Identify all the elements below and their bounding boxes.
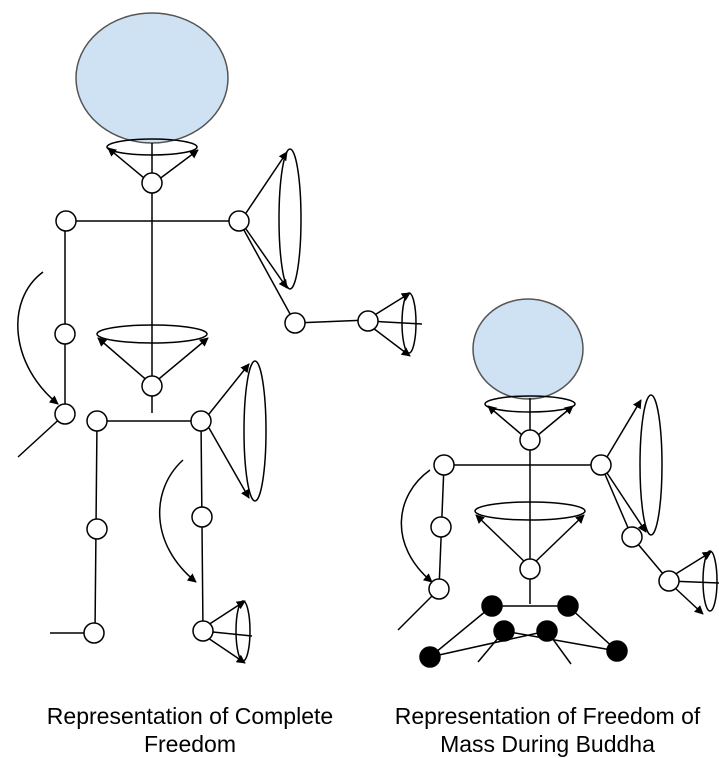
right-upper-arm [238,220,296,324]
right-elbow-joint [284,312,306,334]
right-ankle-locked-joint [536,620,558,642]
shoulder-cone-arrow [245,228,288,289]
right-shoulder-joint [228,210,250,232]
ankle-cone-ellipse [235,600,251,662]
left-wrist-joint [428,578,450,600]
waist-rotation-arrow [153,337,209,384]
left-wrist-joint [54,403,76,425]
caption-buddha-freedom: Representation of Freedom of Mass During… [376,702,719,758]
waist-rotation-ellipse [474,501,586,521]
head [75,12,229,144]
left-elbow-joint [430,516,452,538]
caption-complete-freedom: Representation of Complete Freedom [0,702,380,758]
waist-rotation-ellipse [96,324,208,344]
right-elbow-joint [621,526,643,548]
left-hip-locked-joint [481,595,503,617]
shoulder-cone-arrow [606,472,647,533]
ankle-cone-arrow [207,637,246,664]
shoulder-cone-ellipse [278,148,302,290]
elbow-rotation-arrow [17,271,59,405]
buddha-figure [397,298,719,668]
right-wrist-joint [658,570,680,592]
complete-freedom-figure [17,12,423,664]
wrist-cone-arrow [673,551,712,576]
right-wrist-joint [357,310,379,332]
right-ankle-joint [192,620,214,642]
right-upper-arm [600,464,633,538]
left-elbow-joint [54,323,76,345]
left-shoulder-joint [433,454,455,476]
wrist-cone-arrow [673,586,704,615]
caption-line: Mass During Buddha [440,731,655,757]
left-thigh [429,605,493,658]
left-hip-joint [86,410,108,432]
caption-line: Representation of Complete [46,703,334,729]
shoulder-cone-arrow [245,151,288,214]
right-shin [503,630,618,652]
shoulder-cone-ellipse [639,394,663,536]
wrist-cone-arrow [372,327,411,357]
left-ankle-joint [83,622,105,644]
left-ankle-locked-joint [493,620,515,642]
hip-cone-arrow [208,427,250,499]
elbow-rotation-arrow [400,469,433,583]
wrist-cone-ellipse [702,550,718,612]
wrist-cone-arrow [372,292,411,317]
right-knee-joint [191,506,213,528]
right-hip-locked-joint [557,595,579,617]
neck-joint [519,429,541,451]
pelvis-joint [519,558,541,580]
left-shoulder-joint [55,210,77,232]
right-hip-joint [190,410,212,432]
head [472,298,584,400]
right-shoulder-joint [590,454,612,476]
shoulder-cone-arrow [606,399,642,458]
right-forearm [294,319,369,324]
left-knee-joint [86,518,108,540]
ankle-cone-arrow [207,600,246,626]
left-knee-locked-joint [419,646,441,668]
knee-rotation-arrow [158,459,197,583]
caption-line: Representation of Freedom of [394,703,701,729]
hip-cone-arrow [208,363,250,415]
neck-rotation-arrow [153,149,199,184]
neck-joint [141,172,163,194]
hip-cone-ellipse [243,360,267,502]
waist-rotation-arrow [475,514,529,566]
right-thigh [567,605,618,652]
waist-rotation-arrow [97,337,151,384]
right-knee-locked-joint [606,640,628,662]
caption-line: Freedom [143,731,237,757]
waist-rotation-arrow [531,514,585,566]
pelvis-joint [141,375,163,397]
